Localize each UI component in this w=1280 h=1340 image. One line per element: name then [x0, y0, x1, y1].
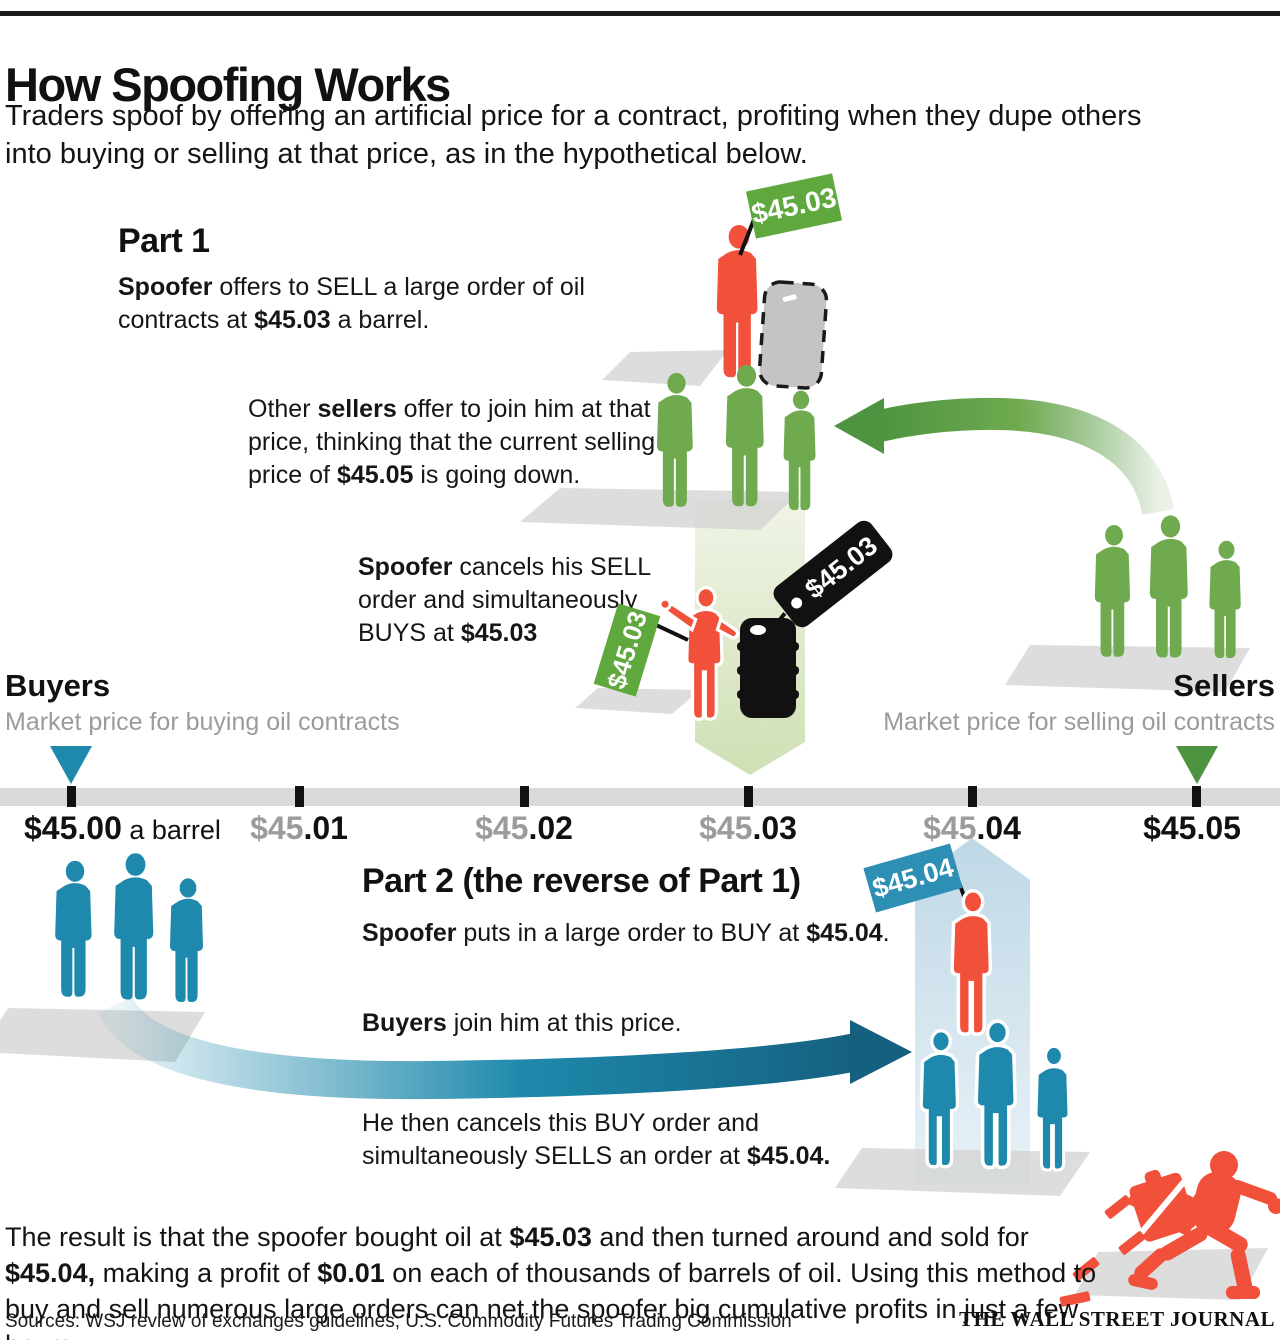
- axis-label-45-03: $45.03: [699, 810, 797, 846]
- part1-step2-bold-sellers: sellers: [317, 395, 397, 423]
- part1-step2-bold-price: $45.05: [336, 461, 414, 489]
- price-tag-hole: [788, 594, 805, 611]
- sellers-join-arrow: [876, 397, 1174, 516]
- sellers-join-arrowhead: [834, 398, 884, 454]
- buyers-sublabel: Market price for buying oil contracts: [5, 708, 400, 736]
- part1-heading: Part 1: [118, 222, 210, 260]
- axis-label-45-01: $45.01: [250, 810, 348, 846]
- sellers-marker-triangle: [1176, 746, 1218, 784]
- subtitle-line-1: Traders spoof by offering an artificial …: [5, 100, 1142, 132]
- sources-line: Sources: WSJ review of exchanges guideli…: [5, 1311, 792, 1332]
- buyer-figures-joining: [919, 1019, 1071, 1172]
- part2-step1-text: Spoofer puts in a large order to BUY at …: [362, 919, 890, 947]
- buyers-join-arrow: [97, 995, 860, 1100]
- part2-step2-text: Buyers join him at this price.: [362, 1009, 682, 1037]
- axis-label-45-04: $45.04: [923, 810, 1021, 846]
- page-title: How Spoofing Works: [5, 58, 451, 112]
- part1-step1-text: Spoofer offers to SELL a large order of …: [118, 273, 585, 334]
- part2-heading: Part 2 (the reverse of Part 1): [362, 862, 801, 900]
- canceled-order-placeholder: [757, 280, 829, 390]
- axis-tick-mark: [67, 786, 76, 807]
- seller-figures-market: [1094, 515, 1241, 659]
- part1-step3-bold-spoofer: Spoofer: [358, 553, 453, 581]
- axis-tick-mark: [1192, 786, 1201, 807]
- figure-shadows: [0, 350, 1268, 1300]
- wsj-logo: THE WALL STREET JOURNAL: [959, 1307, 1275, 1331]
- part1-step1-bold-spoofer: Spoofer: [118, 273, 213, 301]
- price-axis-bar: [0, 788, 1280, 806]
- part2-step3-text: He then cancels this BUY order and simul…: [362, 1109, 831, 1170]
- part2-step1-bold-spoofer: Spoofer: [362, 919, 457, 947]
- part1-step3-text: Spoofer cancels his SELL order and simul…: [358, 553, 651, 647]
- axis-label-45-05: $45.05: [1143, 810, 1241, 846]
- axis-tick-mark: [968, 786, 977, 807]
- money-bills-icon: [1059, 1195, 1146, 1307]
- axis-label-45-00: $45.00 a barrel: [24, 810, 221, 846]
- sellers-sublabel: Market price for selling oil contracts: [883, 708, 1275, 736]
- running-spoofer-icon: [1128, 1151, 1280, 1299]
- part1-step2-text: Other sellers offer to join him at that …: [248, 395, 656, 489]
- buyers-label: Buyers: [5, 668, 111, 703]
- part2-step2-bold-buyers: Buyers: [362, 1009, 447, 1037]
- axis-label-45-02: $45.02: [475, 810, 573, 846]
- buyer-figures-market: [55, 853, 203, 1002]
- axis-tick-mark: [520, 786, 529, 807]
- buyers-marker-triangle: [50, 746, 92, 784]
- part2-step1-bold-price: $45.04: [806, 919, 883, 947]
- part1-step1-bold-price: $45.03: [254, 306, 331, 334]
- briefcase-icon: [1126, 1169, 1196, 1242]
- subtitle-line-2: into buying or selling at that price, as…: [5, 138, 808, 170]
- part1-step3-bold-price: $45.03: [460, 619, 538, 647]
- buyers-join-arrowhead: [850, 1020, 912, 1084]
- result-text: The result is that the spoofer bought oi…: [5, 1222, 1097, 1340]
- top-rule: [0, 11, 1280, 16]
- page-subtitle: Traders spoof by offering an artificial …: [5, 97, 1141, 173]
- part2-step3-bold-price: $45.04.: [746, 1142, 831, 1170]
- axis-tick-mark: [744, 786, 753, 807]
- oil-barrel-icon: [737, 618, 799, 718]
- sellers-label: Sellers: [1173, 668, 1275, 703]
- axis-tick-mark: [295, 786, 304, 807]
